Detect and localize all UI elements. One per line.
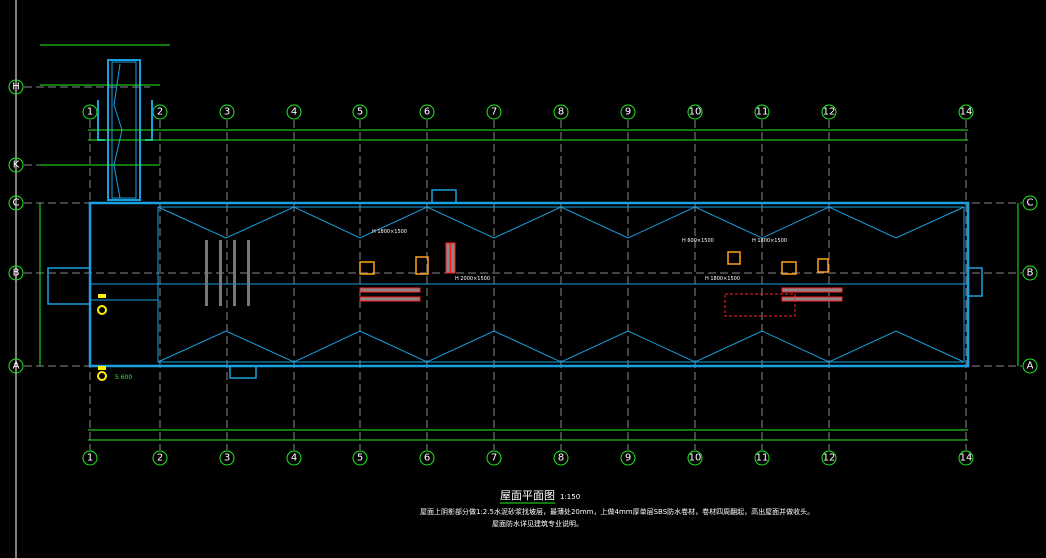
axis-bubble-top-10-label: 10 — [689, 107, 702, 118]
drawing-scale: 1:150 — [560, 493, 580, 501]
axis-bubble-left-H — [8, 79, 24, 95]
axis-bubble-left-A — [8, 358, 24, 374]
axis-bubble-bottom-7-label: 7 — [491, 453, 497, 464]
axis-bubble-bottom-4 — [286, 450, 302, 466]
axis-bubble-bottom-8-label: 8 — [558, 453, 564, 464]
axis-bubble-bottom-6 — [419, 450, 435, 466]
axis-bubble-right-A-label: A — [1027, 361, 1034, 372]
equipment-bases — [97, 242, 843, 381]
axis-bubble-left-C-label: C — [13, 198, 20, 209]
axis-bubble-top-9-label: 9 — [625, 107, 631, 118]
annotation-text: H 1800×1500 — [752, 238, 787, 244]
axis-bubble-bottom-7 — [486, 450, 502, 466]
axis-bubble-bottom-1-label: 1 — [87, 453, 93, 464]
axis-bubble-top-10 — [687, 104, 703, 120]
axis-bubble-bottom-14-label: 14 — [960, 453, 973, 464]
axis-bubble-bottom-9-label: 9 — [625, 453, 631, 464]
axis-bubble-top-4-label: 4 — [291, 107, 297, 118]
axis-bubble-right-C — [1022, 195, 1038, 211]
axis-bubble-left-B — [8, 265, 24, 281]
axis-bubble-top-5-label: 5 — [357, 107, 363, 118]
axis-bubble-bottom-4-label: 4 — [291, 453, 297, 464]
axis-bubble-left-K-label: K — [13, 160, 20, 171]
roof-vents — [205, 240, 250, 306]
axis-bubble-right-C-label: C — [1027, 198, 1034, 209]
axis-bubble-bottom-11-label: 11 — [756, 453, 769, 464]
axis-bubble-bottom-10-label: 10 — [689, 453, 702, 464]
axis-bubble-top-12-label: 12 — [823, 107, 836, 118]
axis-bubble-left-K — [8, 157, 24, 173]
axis-bubble-left-B-label: B — [13, 268, 20, 279]
axis-bubble-bottom-8 — [553, 450, 569, 466]
annotation-text: H 2000×1500 — [455, 276, 490, 282]
axis-bubble-bottom-5 — [352, 450, 368, 466]
axis-bubble-top-4 — [286, 104, 302, 120]
axis-bubble-right-B-label: B — [1027, 268, 1034, 279]
axis-bubble-top-7 — [486, 104, 502, 120]
axis-bubble-left-C — [8, 195, 24, 211]
axis-bubble-bottom-2-label: 2 — [157, 453, 163, 464]
axis-bubble-top-3 — [219, 104, 235, 120]
axis-bubble-bottom-1 — [82, 450, 98, 466]
axis-bubble-top-14-label: 14 — [960, 107, 973, 118]
roof-outline — [47, 189, 983, 379]
axis-bubble-bottom-10 — [687, 450, 703, 466]
axis-bubble-top-11-label: 11 — [756, 107, 769, 118]
axis-bubble-bottom-11 — [754, 450, 770, 466]
axis-bubble-left-A-label: A — [13, 361, 20, 372]
axis-bubble-top-11 — [754, 104, 770, 120]
axis-bubble-top-3-label: 3 — [224, 107, 230, 118]
axis-bubble-bottom-3-label: 3 — [224, 453, 230, 464]
axis-bubble-left-H-label: H — [12, 82, 20, 93]
axis-bubble-bottom-14 — [958, 450, 974, 466]
axis-bubble-bottom-2 — [152, 450, 168, 466]
annotation-text: H 1800×1500 — [372, 229, 407, 235]
annotation-text: H 600×1500 — [682, 238, 714, 244]
axis-bubble-right-B — [1022, 265, 1038, 281]
note-line-2: 屋面防水详见建筑专业说明。 — [492, 519, 583, 528]
axis-bubble-bottom-9 — [620, 450, 636, 466]
axis-bubble-top-2-label: 2 — [157, 107, 163, 118]
axis-bubble-top-9 — [620, 104, 636, 120]
note-line-1: 屋面上阴影部分做1:2.5水泥砂浆找坡层，最薄处20mm，上做4mm厚单层SBS… — [420, 507, 814, 516]
axis-bubble-top-7-label: 7 — [491, 107, 497, 118]
axis-bubble-top-8 — [553, 104, 569, 120]
axis-bubble-bottom-3 — [219, 450, 235, 466]
axis-bubble-top-1-label: 1 — [87, 107, 93, 118]
axis-bubble-bottom-12-label: 12 — [823, 453, 836, 464]
axis-bubble-top-5 — [352, 104, 368, 120]
axis-bubble-bottom-6-label: 6 — [424, 453, 430, 464]
drawing-title: 屋面平面图 — [500, 489, 555, 502]
axis-bubble-top-8-label: 8 — [558, 107, 564, 118]
axis-bubble-top-6-label: 6 — [424, 107, 430, 118]
axis-bubble-bottom-12 — [821, 450, 837, 466]
axis-bubble-bottom-5-label: 5 — [357, 453, 363, 464]
dimension-lines — [39, 129, 1019, 441]
axis-bubble-top-6 — [419, 104, 435, 120]
annotation-text: H 1800×1500 — [705, 276, 740, 282]
axis-bubble-right-A — [1022, 358, 1038, 374]
axis-bubble-top-12 — [821, 104, 837, 120]
elevation-label: 5.600 — [115, 374, 132, 381]
axis-bubble-top-14 — [958, 104, 974, 120]
